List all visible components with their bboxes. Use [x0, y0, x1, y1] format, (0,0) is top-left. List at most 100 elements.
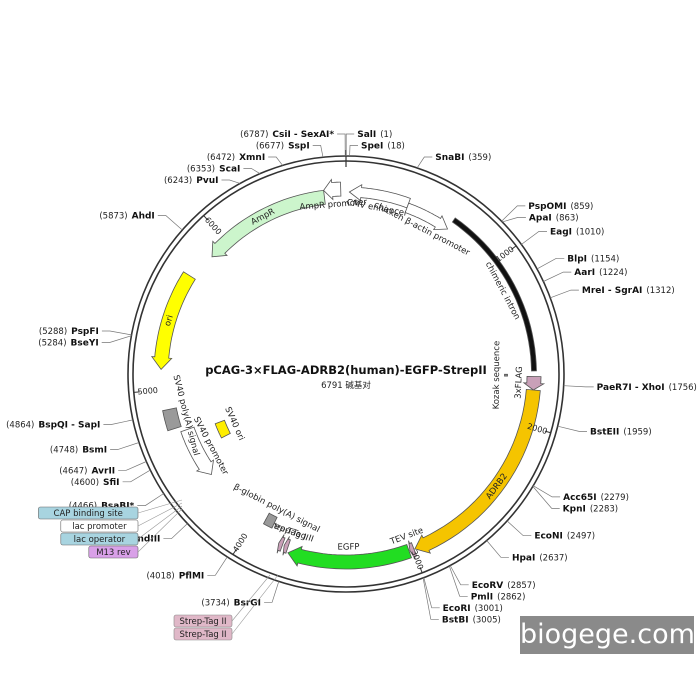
- watermark: biogege.com: [520, 616, 695, 654]
- site-leader-bspqi-sapi: [103, 419, 133, 425]
- tick-label-4000: 4000: [231, 532, 249, 554]
- site-label-sali: SalI(1): [357, 130, 392, 140]
- tick-label-1000: 1000: [494, 245, 516, 264]
- feature-egfp-7: [287, 543, 413, 570]
- site-label-pmli: PmlI(2862): [471, 592, 526, 602]
- tick-2000: [544, 430, 551, 434]
- site-label-xmni: (6472)XmnI: [207, 153, 265, 163]
- site-leader-bstbi: [422, 577, 439, 620]
- feature-ampr-15: [211, 189, 326, 258]
- feature-label-egfp-7: EGFP: [337, 542, 359, 552]
- side-box-leader-cap-binding-site: [137, 499, 183, 514]
- tick-label-3000: 3000: [409, 549, 425, 571]
- site-leader-aari: [543, 271, 572, 282]
- site-label-sspi: (6677)SspI: [256, 142, 310, 152]
- site-label-csii: (6787)CsiI- SexAI*: [240, 130, 334, 140]
- strep-box-label-1: Strep-Tag II: [179, 630, 226, 640]
- site-label-sfii: (4600)SfiI: [71, 478, 120, 488]
- site-leader-blpi: [536, 257, 565, 270]
- site-label-bsteii: BstEII(1959): [590, 427, 652, 437]
- site-leader-avrii: [118, 461, 147, 471]
- site-leader-bsabi: [137, 493, 164, 506]
- plasmid-length: 6791 碱基对: [321, 380, 371, 391]
- feature-label-kozak-sequence-3: Kozak sequence: [492, 341, 502, 410]
- sites-layer: SalI(1)SpeI(18)SnaBI(359)PspOMI(859)ApaI…: [6, 130, 697, 625]
- site-label-pvui: (6243)PvuI: [164, 176, 218, 186]
- site-leader-pspfi: [101, 330, 132, 336]
- site-label-econi: EcoNI(2497): [534, 532, 595, 542]
- site-leader-hpai: [486, 540, 509, 558]
- site-label-snabi: SnaBI(359): [435, 153, 491, 163]
- site-leader-mrei-sgrai: [550, 289, 579, 299]
- feature-sv40-promoter-11: [180, 426, 215, 475]
- site-label-pspfi: (5288)PspFI: [39, 327, 99, 337]
- site-leader-econi: [506, 520, 532, 537]
- site-label-aari: AarI(1224): [574, 268, 627, 278]
- site-leader-bseyi: [101, 335, 132, 343]
- site-leader-pmli: [448, 565, 468, 597]
- feature-kozak-sequence-3: [504, 373, 508, 377]
- side-box-leader-lac-operator: [137, 505, 183, 540]
- site-leader-apai: [502, 217, 526, 223]
- feature-ori-14: [150, 271, 196, 371]
- site-label-bseyi: (5284)BseYI: [38, 338, 98, 348]
- site-leader-eagi: [521, 231, 547, 245]
- site-leader-scai: [243, 168, 261, 175]
- tick-1000: [511, 245, 517, 250]
- strep-box-leader-0: [231, 574, 271, 622]
- site-leader-pspomi: [501, 205, 526, 222]
- site-label-eagi: EagI(1010): [550, 227, 604, 237]
- feature-label-3xflag-4: 3xFLAG: [514, 366, 526, 399]
- site-label-bsrgi: (3734)BsrGI: [201, 598, 261, 608]
- site-label-paer7i-xhoi: PaeR7I - XhoI(1756): [597, 383, 697, 393]
- tick-label-6000: 6000: [203, 215, 223, 236]
- side-box-leader-m13-rev: [137, 508, 183, 553]
- side-box-label-lac-operator: lac operator: [74, 535, 126, 545]
- site-leader-ecori: [423, 577, 440, 609]
- feature-adrb2-5: [414, 388, 541, 554]
- feature-strep-tag-ii-9: [276, 534, 286, 554]
- feature-tev-site-6: [408, 540, 418, 560]
- site-leader-bsrgi: [264, 581, 280, 603]
- site-label-mrei-sgrai: MreI - SgrAI(1312): [582, 286, 675, 296]
- site-leader-paer7i-xhoi: [563, 385, 594, 388]
- site-leader-bsteii: [557, 425, 587, 432]
- site-label-scai: (6353)ScaI: [187, 165, 241, 175]
- site-label-pspomi: PspOMI(859): [528, 202, 593, 212]
- feature-chimeric-intron-2: [451, 217, 537, 372]
- site-label-ahdi: (5873)AhdI: [99, 211, 154, 221]
- side-box-leader-lac-promoter: [137, 502, 183, 527]
- site-leader-sfii: [122, 469, 151, 483]
- site-label-bspqi-sapi: (4864)BspQI - SapI: [6, 421, 100, 431]
- site-leader-sali: [345, 133, 355, 156]
- feature-globin-poly-a-signal-10: [262, 512, 278, 529]
- site-label-hpai: HpaI(2637): [512, 553, 568, 563]
- site-leader-xmni: [268, 156, 283, 166]
- site-label-acc65i: Acc65I(2279): [563, 493, 629, 503]
- site-leader-spei: [349, 145, 358, 157]
- site-label-bsabi: (4466)BsaBI*: [69, 502, 135, 512]
- site-label-bsmi: (4748)BsmI: [50, 445, 107, 455]
- site-label-avrii: (4647)AvrII: [59, 466, 115, 476]
- site-leader-pvui: [221, 179, 241, 184]
- tick-5000: [133, 391, 140, 393]
- site-leader-pflmi: [207, 556, 228, 576]
- feature-3xflag-4: [522, 375, 546, 391]
- site-leader-snabi: [416, 156, 433, 169]
- feature-sv40-ori-12: [214, 419, 231, 439]
- site-leader-ahdi: [157, 215, 183, 231]
- site-leader-csii: [337, 133, 346, 157]
- site-leader-ecorv: [449, 565, 469, 586]
- feature-sv40-poly-a-signal-13: [162, 407, 182, 432]
- site-label-ecori: EcoRI(3001): [443, 604, 503, 614]
- tick-3000: [419, 567, 423, 574]
- tick-6000: [203, 215, 209, 221]
- side-box-label-lac-promoter: lac promoter: [72, 522, 127, 532]
- plasmid-title: pCAG-3×FLAG-ADRB2(human)-EGFP-StrepII: [205, 363, 487, 377]
- strep-box-label-0: Strep-Tag II: [179, 617, 226, 627]
- site-leader-sspi: [312, 145, 324, 158]
- site-label-ecorv: EcoRV(2857): [472, 581, 536, 591]
